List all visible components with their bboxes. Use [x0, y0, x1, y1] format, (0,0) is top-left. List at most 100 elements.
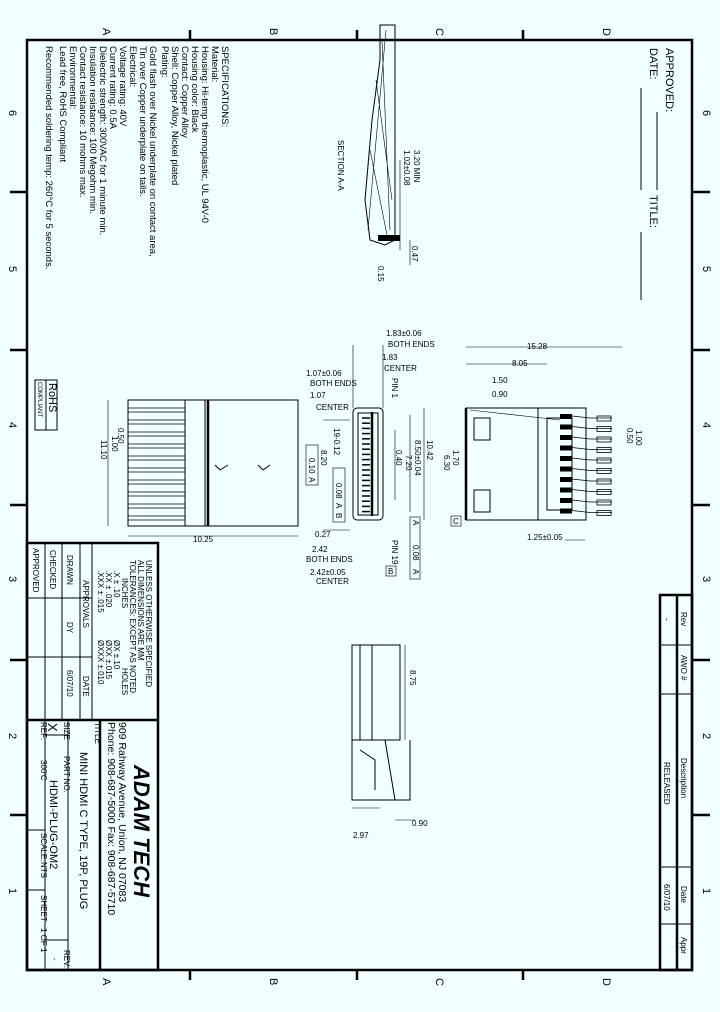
date-value: 6/07/10: [662, 884, 671, 911]
sheet-label: SHEET: [39, 895, 48, 922]
datum-ref: A: [411, 520, 420, 526]
dimension: 1.07: [310, 391, 326, 400]
solder-pad: [596, 499, 612, 506]
size-label: SIZE: [62, 722, 71, 740]
side-pin: [128, 491, 185, 497]
dimension: BOTH ENDS: [388, 340, 435, 349]
date-label: DATE:: [647, 48, 659, 80]
dimension: 1.25±0.05: [527, 533, 563, 542]
grid-labels: A B C D A B C D 6 5 4 3 2 1 6 5 4 3 2 1: [6, 28, 712, 986]
row-label: 2: [700, 733, 712, 739]
dimension: 8.20: [319, 450, 328, 466]
drawing-title: MINI HDMI C TYPE, 19P, PLUG: [77, 752, 89, 909]
description-value: RELEASED: [662, 762, 671, 805]
spec-line: Lead free, RoHS Compliant: [57, 46, 68, 163]
solder-pad: [596, 447, 612, 453]
pin-trace: [571, 510, 612, 513]
spec-line: Shell: Copper Alloy, Nickel plated: [169, 46, 180, 185]
side-pin: [128, 443, 185, 449]
spec-line: SPECIFICATIONS:: [219, 46, 230, 127]
row-label: 1: [6, 888, 18, 894]
pin-tail: [560, 477, 572, 482]
spec-line: Material:: [209, 46, 220, 82]
row-label: 4: [700, 422, 712, 428]
front-view: 1.83±0.06 BOTH ENDS 1.83 CENTER 1.07±0.0…: [305, 329, 435, 586]
dimension: 2.97: [353, 831, 369, 840]
tolerance-note: ØXX ±.015: [104, 640, 113, 680]
side-pin: [128, 455, 185, 461]
tolerance-note: ALL DIMENSIONS ARE MM: [136, 560, 145, 661]
checked-label: CHECKED: [48, 550, 57, 589]
rev-label: REV.: [62, 950, 71, 968]
side-pin: [128, 515, 185, 521]
pin-label: PIN 1: [390, 378, 399, 399]
scale-label: SCALE:: [39, 833, 48, 861]
spec-line: Gold flash over Nickel underplate on con…: [147, 46, 158, 257]
pin-trace: [571, 468, 612, 471]
row-label: 3: [700, 576, 712, 582]
pin-tail: [560, 424, 572, 430]
tolerance-note: ØX ±.10: [112, 640, 121, 670]
description-header: Description: [679, 758, 688, 798]
column-label: B: [267, 978, 279, 985]
spec-line: Electrical:: [127, 46, 138, 87]
tolerance-note: .XXX ± .015: [96, 570, 105, 613]
pin-tail: [560, 456, 572, 461]
title-block: UNLESS OTHERWISE SPECIFIED ALL DIMENSION…: [25, 541, 160, 972]
drawn-by: DY: [65, 622, 74, 634]
dimension: BOTH ENDS: [306, 555, 353, 564]
specifications: SPECIFICATIONS: Material: Housing: Hi-te…: [43, 46, 230, 269]
side-pin: [128, 479, 185, 485]
pin-tail: [560, 487, 572, 493]
column-label: A: [100, 978, 112, 986]
rev-header: Rev: [679, 612, 688, 626]
dimension: 8.75: [408, 670, 417, 686]
spec-line: Dielectric strength: 300VAC for 1 minute…: [97, 46, 108, 235]
ref-label: REF:: [39, 722, 48, 740]
solder-pad: [596, 415, 612, 422]
dimension: 7.20: [404, 455, 413, 471]
size-value: X: [45, 723, 60, 732]
part-no-label: PART NO.: [62, 756, 71, 793]
dimension: 8.50±0.04: [413, 440, 422, 476]
side-pin: [128, 407, 185, 413]
spec-line: Recommended soldering temp: 260°C for 5 …: [43, 46, 54, 269]
spec-line: Voltage rating: 40V: [117, 46, 128, 127]
pin-trace: [571, 426, 612, 429]
drawn-date: 6/07/10: [65, 670, 74, 697]
datum-ref: A: [307, 477, 316, 483]
section-label: SECTION A-A: [336, 140, 345, 191]
date-header: DATE: [81, 676, 90, 697]
column-label: C: [433, 978, 445, 986]
dimension: 0.47: [410, 246, 419, 262]
dimension: 8.05: [512, 359, 528, 368]
solder-pad: [596, 489, 612, 495]
tolerance-note: HOLES: [120, 668, 129, 695]
tolerance-note: .X ± .10: [112, 570, 121, 598]
tolerance-note: INCHES: [120, 578, 129, 608]
pin-label: PIN 19: [390, 540, 399, 565]
spec-line: Contact: Copper Alloy: [179, 46, 190, 138]
datum-b: B: [388, 567, 393, 576]
pin-tail: [560, 508, 572, 514]
tolerance-frame: 0.08: [411, 545, 420, 561]
section-a-a-view: SECTION A-A 3.20 MIN 1.02±0.08 0.47 0.15: [336, 24, 421, 282]
dimension: 3.20 MIN: [412, 150, 421, 183]
title-label: TITLE: [93, 722, 102, 744]
spec-line: Contact resistance: 10 mohms max.: [77, 46, 88, 198]
dimension: 1.00: [634, 430, 643, 446]
solder-pad: [596, 468, 612, 474]
datum-ref: A: [334, 503, 343, 509]
datum-c: C: [453, 517, 459, 526]
drawn-label: DRAWN: [65, 555, 74, 585]
dimension: 0.90: [412, 819, 428, 828]
company-logo: ADAM TECH: [129, 764, 154, 898]
revision-block: Rev AWO # Description Date Appr - RELEAS…: [658, 593, 694, 972]
solder-pad: [596, 436, 612, 443]
pin-trace: [571, 499, 612, 503]
pin-tail: [560, 445, 572, 451]
approvals-header: APPROVALS: [81, 580, 90, 628]
rev-value: -: [50, 958, 59, 961]
spec-line: Housing: Hi-temp thermoplastic, UL 94V-0: [199, 46, 210, 223]
dimension: CENTER: [316, 403, 349, 412]
